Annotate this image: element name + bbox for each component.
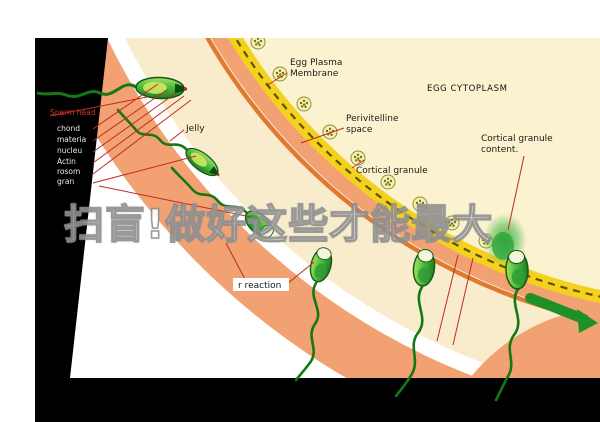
leader-line (92, 88, 169, 142)
sperm-4 (294, 244, 336, 382)
label-cortical-granule-content-2: content. (481, 145, 518, 155)
leader-line (265, 72, 288, 87)
leader-line (92, 95, 185, 164)
leader-line (92, 83, 159, 130)
label-fragment-acrosome: rosom (57, 167, 80, 176)
sperm-5 (394, 247, 438, 398)
sperm-tail (170, 166, 249, 215)
sperm-tail (36, 83, 138, 98)
label-fragment-material: materia (57, 135, 86, 144)
top-margin (0, 0, 600, 38)
leader-line (286, 261, 315, 285)
label-cortical-granule: Cortical granule (356, 166, 428, 176)
label-jelly: Jelly (185, 124, 205, 134)
black-mask-left (35, 38, 108, 378)
cortical-granule-vesicle (380, 174, 396, 190)
cortical-granule-vesicle (412, 196, 428, 212)
leader-line (92, 92, 177, 153)
labels: Egg Plasma Membrane EGG CYTOPLASM Perivi… (50, 58, 553, 291)
sperm-1 (36, 75, 189, 101)
leader-line (225, 242, 248, 284)
label-fragment-actin: Actin (57, 157, 76, 166)
cortical-granule-vesicle (350, 150, 366, 166)
cortical-granule-vesicle (296, 96, 312, 112)
label-fragment-granule: gran (57, 177, 74, 186)
leader-line (452, 257, 474, 346)
leader-line (98, 185, 252, 218)
cortical-granule-vesicle (444, 215, 460, 231)
entry-arrow (525, 293, 598, 333)
label-cortical-granule-content: Cortical granule (481, 134, 553, 144)
sperm-cells (36, 75, 530, 402)
sperm-2 (116, 108, 225, 183)
reaction-label-chip (233, 278, 289, 291)
leader-line (49, 96, 148, 117)
leader-line (351, 159, 365, 169)
egg-layers (29, 0, 600, 422)
leader-line (92, 99, 192, 175)
label-perivitelline-space-2: space (346, 125, 373, 135)
leader-lines (49, 72, 525, 346)
sperm-tail (494, 287, 520, 402)
jelly-coat-bottom-right (470, 308, 600, 378)
leader-line (300, 127, 345, 144)
label-reaction-fragment: r reaction (238, 281, 281, 291)
sperm-tail (116, 108, 189, 152)
label-fragment-nucleus: nucleu (57, 146, 82, 155)
sperm-3 (170, 166, 279, 243)
left-margin (0, 0, 35, 422)
label-perivitelline-space: Perivitelline (346, 114, 399, 124)
label-egg-cytoplasm: EGG CYTOPLASM (427, 84, 508, 94)
label-sperm-head: Sperm head (50, 108, 96, 117)
leader-line (92, 155, 197, 184)
label-egg-plasma-membrane: Egg Plasma (290, 58, 342, 68)
black-mask-bottom (35, 378, 600, 422)
leader-line (507, 155, 525, 231)
label-egg-plasma-membrane-2: Membrane (290, 69, 339, 79)
sperm-6 (494, 249, 530, 402)
leader-line (436, 254, 459, 342)
label-fragment-mitochondria: chond (57, 124, 80, 133)
leader-line (169, 129, 185, 142)
sperm-tail (394, 285, 424, 398)
cortical-granule-vesicle (322, 124, 338, 140)
sperm-tail (294, 281, 320, 382)
